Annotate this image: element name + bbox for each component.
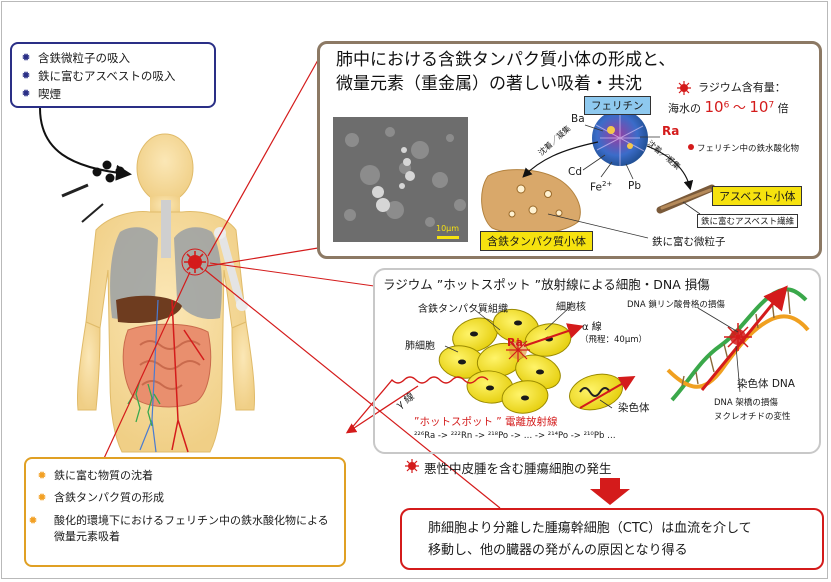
ctc-line-2: 移動し、他の臓器の発がんの原因となり得る <box>428 543 688 558</box>
radium-label: Ra <box>507 336 523 349</box>
decay-chain-label: ²²⁶Ra -> ²²²Rn -> ²¹⁸Po -> … -> ²¹⁴Po ->… <box>414 431 616 441</box>
down-arrow-icon <box>590 478 630 505</box>
tumor-development-text: 悪性中皮腫を含む腫瘍細胞の発生 <box>424 461 612 476</box>
asbestos-body-shape <box>656 184 716 214</box>
alpha-range-label: （飛程：40μm） <box>580 335 648 345</box>
protein-tissue-label: 含鉄タンパク質組織 <box>418 304 508 315</box>
radium-marker-icon <box>677 81 691 95</box>
element-ra: Ra <box>662 124 680 138</box>
bullet-icon: ✹ <box>37 491 47 504</box>
inhaled-particles <box>92 160 125 183</box>
ctc-line-1: 肺細胞より分離した腫瘍幹細胞（CTC）は血流を介して <box>428 521 752 536</box>
element-pb: Pb <box>628 180 641 192</box>
lung-hotspot-icon <box>184 251 206 273</box>
ferritin-molecule <box>592 110 648 166</box>
panel-title: 肺中における含鉄タンパク質小体の形成と、 微量元素（重金属）の著しい吸着・共沈 <box>336 50 676 94</box>
dna-helix-illustration <box>666 285 810 402</box>
lung-cell-label: 肺細胞 <box>405 341 435 352</box>
element-fe: Fe2+ <box>590 180 613 194</box>
nucleus-label: 細胞核 <box>556 302 586 313</box>
deposition-box: ✹鉄に富む物質の沈着 ✹含鉄タンパク質の形成 ✹酸化的環境下におけるフェリチン中… <box>24 457 346 567</box>
list-item: ✹含鉄微粒子の吸入 <box>21 51 130 65</box>
chromosome-dna-label: 染色体 DNA <box>737 378 795 390</box>
chromosome-label: 染色体 <box>618 402 650 414</box>
scale-bar-label: 10μm <box>436 224 460 233</box>
bullet-icon: ✹ <box>21 51 31 64</box>
list-item: ✹酸化的環境下におけるフェリチン中の鉄水酸化物による微量元素吸着 <box>28 514 329 543</box>
cigarette-icon <box>61 183 104 223</box>
dna-bridge-label: DNA 架橋の損傷 <box>714 398 778 408</box>
radium-hotspot-panel <box>373 268 821 454</box>
ferritin-label: フェリチン <box>584 96 651 115</box>
hotspot-radiation-label: ”ホットスポット ” 電離放射線 <box>414 416 558 428</box>
radium-content-label: ラジウム含有量： <box>698 81 786 94</box>
radium-content-value: 海水の 106 ～ 107 倍 <box>668 98 789 116</box>
bullet-icon: ✹ <box>37 469 47 482</box>
element-ba: Ba <box>571 113 585 125</box>
list-item: ✹鉄に富む物質の沈着 <box>36 465 334 487</box>
asbestos-fiber-label: 鉄に富むアスベスト繊維 <box>697 214 799 228</box>
protein-body-label: 含鉄タンパク質小体 <box>480 231 593 251</box>
list-item: ✹含鉄タンパク質の形成 <box>36 487 334 509</box>
alpha-ray-label: α 線 <box>582 322 602 333</box>
ferritin-panel: 肺中における含鉄タンパク質小体の形成と、 微量元素（重金属）の著しい吸着・共沈 <box>317 41 822 259</box>
inhalation-sources-box: ✹含鉄微粒子の吸入 ✹鉄に富むアスベストの吸入 ✹喫煙 <box>10 42 216 108</box>
iron-oxide-dot-icon <box>688 144 694 150</box>
iron-particle-label: 鉄に富む微粒子 <box>652 236 726 248</box>
asbestos-body-label: アスベスト小体 <box>712 186 803 206</box>
element-cd: Cd <box>568 166 582 178</box>
bullet-icon: ✹ <box>21 69 31 82</box>
lung-cell-cluster <box>438 308 623 414</box>
sem-micrograph <box>333 117 468 242</box>
nucleotide-label: ヌクレオチドの変性 <box>714 412 791 422</box>
bullet-icon: ✹ <box>21 87 31 100</box>
tumor-marker-icon <box>405 459 419 473</box>
protein-body-shape <box>481 169 581 235</box>
bullet-icon: ✹ <box>28 514 38 527</box>
ctc-box: 肺細胞より分離した腫瘍幹細胞（CTC）は血流を介して 移動し、他の臓器の発がんの… <box>400 508 824 570</box>
list-item: ✹鉄に富むアスベストの吸入 <box>21 69 176 83</box>
iron-oxide-label: フェリチン中の鉄水酸化物 <box>697 144 800 154</box>
panel-title: ラジウム ”ホットスポット ”放射線による細胞・DNA 損傷 <box>383 277 710 292</box>
inhalation-arrow <box>39 107 132 181</box>
list-item: ✹喫煙 <box>21 87 61 101</box>
dna-backbone-label: DNA 鎖リン酸骨格の損傷 <box>627 300 725 310</box>
human-body-illustration <box>76 133 256 453</box>
